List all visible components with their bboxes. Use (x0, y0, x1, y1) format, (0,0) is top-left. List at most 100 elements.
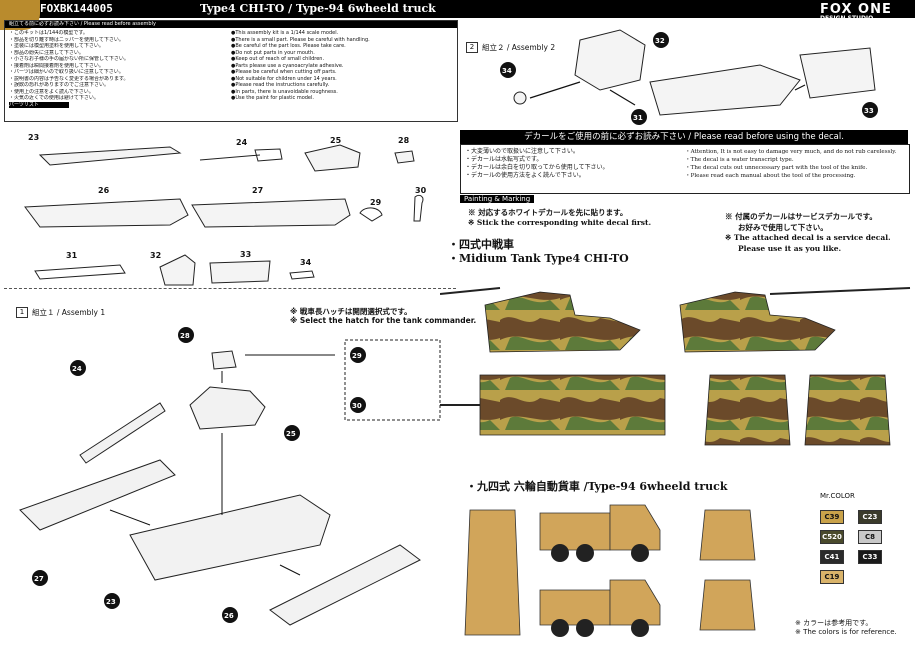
swatch-c33: C33 (858, 550, 882, 564)
page-title: Type4 CHI-TO / Type-94 6wheeld truck (200, 2, 436, 15)
note-line: ●Do not put parts in your mouth. (231, 49, 315, 56)
callout-25: 25 (286, 430, 296, 438)
parts-diagram: 23 24 25 28 26 27 29 30 31 32 33 34 (24, 133, 427, 286)
part-num-25: 25 (330, 136, 342, 145)
note-line: ●Keep out of reach of small children. (231, 56, 325, 62)
callout-32: 32 (655, 37, 665, 45)
decal-notes: ・大変薄いので取扱いに注意して下さい。 ・デカールは水転写式です。 ・デカールは… (460, 144, 910, 194)
tank-painting-views (440, 287, 911, 446)
part-34-wheel (513, 91, 527, 105)
assembly2-diagram: 32 34 31 33 (500, 29, 878, 125)
note-line: ・使用上の注意をよく読んで下さい。 (9, 88, 94, 95)
part-27-shape (191, 198, 351, 228)
hatch-shape (211, 350, 237, 370)
decal-jp-line: ・デカールは余白を切り取ってから使用して下さい。 (465, 164, 609, 171)
part-25-shape (304, 144, 361, 172)
color-ref-en: ※ The colors is for reference. (795, 628, 897, 636)
note-line: ・接着剤は瞬間接着剤を使用して下さい。 (9, 62, 104, 69)
service-decal-en: ※ The attached decal is a service decal. (725, 233, 891, 242)
swatch-c19: C19 (820, 570, 844, 584)
decal-jp-line: ・デカールは水転写式です。 (465, 156, 543, 163)
assembly-notes: 組立てる前に必ずお読み下さい / Please read before asse… (4, 20, 458, 122)
note-line: ・パーツは細かいので取り扱いに注意して下さい。 (9, 69, 124, 75)
assembly1-note-en: ※ Select the hatch for the tank commande… (290, 316, 477, 325)
part-num-27: 27 (252, 186, 263, 195)
assembly1-diagram: 28 24 25 29 30 27 23 26 (19, 327, 441, 626)
track-right-shape (269, 544, 421, 626)
tank-right-side (679, 291, 836, 353)
divider (4, 288, 456, 289)
callout-26: 26 (224, 612, 234, 620)
decal-en-line: ・The decal is a water transcript type. (685, 157, 794, 163)
assembly1-callouts: 28 24 25 29 30 27 23 26 (32, 327, 366, 623)
gun-shape (79, 402, 166, 464)
tank-left-side (484, 291, 641, 353)
swatch-c41: C41 (820, 550, 844, 564)
note-line: ・説明書の内容は予告なく変更する場合があります。 (9, 75, 129, 82)
part-num-32: 32 (150, 251, 161, 260)
tank-top-view (479, 374, 666, 436)
tank-front-view (704, 374, 791, 446)
swatch-c39: C39 (820, 510, 844, 524)
assembly2-box: 2 (466, 42, 478, 53)
truck-title: ・九四式 六輪自動貨車 /Type-94 6wheeld truck (466, 480, 728, 493)
service-decal-en2: Please use it as you like. (738, 244, 842, 253)
brand-name: FOX ONE (820, 2, 892, 17)
assembly1-note-jp: ※ 戦車長ハッチは開閉選択式です。 (290, 307, 412, 316)
decal-en-line: ・Attention, It is not easy to damage ver… (685, 149, 897, 155)
brand-sub: DESIGN STUDIO (820, 15, 874, 22)
hull-shape (129, 494, 331, 581)
callout-29: 29 (352, 352, 362, 360)
swatch-c23: C23 (858, 510, 882, 524)
callout-31: 31 (633, 114, 643, 122)
color-ref-jp: ※ カラーは参考用です。 (795, 619, 873, 627)
callout-23: 23 (106, 598, 116, 606)
color-chart-title: Mr.COLOR (820, 492, 855, 500)
callout-28: 28 (180, 332, 190, 340)
assembly1-box: 1 (16, 307, 28, 318)
note-line: ・このキットは1/144の模型です。 (9, 30, 88, 36)
part-num-26: 26 (98, 186, 110, 195)
service-decal-jp2: お好みで使用して下さい。 (738, 223, 828, 232)
part-num-34: 34 (300, 258, 312, 267)
note-line: ・火気の近くでの使用は避けて下さい。 (9, 95, 99, 101)
callout-34: 34 (502, 67, 512, 75)
note-line: ●This assembly kit is a 1/144 scale mode… (231, 30, 339, 36)
decal-jp-line: ・デカールの使用方法をよく読んで下さい。 (465, 172, 585, 179)
note-line: ●Please read the instructions carefully. (231, 82, 330, 88)
truck-side2-bed (539, 589, 611, 626)
note-line: ・誤飲の恐れがありますのでご注意下さい。 (9, 82, 110, 88)
truck-side-bed (539, 512, 611, 551)
note-line: ●There is a small part. Please be carefu… (231, 36, 370, 43)
part-31-shape (34, 264, 126, 280)
notes-bar: 組立てる前に必ずお読み下さい / Please read before asse… (5, 21, 457, 28)
assembly2-title: 組立２ / Assembly 2 (482, 43, 556, 52)
callout-27: 27 (34, 575, 44, 583)
header-bar: FOXBK144005 Type4 CHI-TO / Type-94 6whee… (0, 0, 915, 22)
note-line: ●Be careful of the part loss. Please tak… (231, 43, 346, 49)
callout-30: 30 (352, 402, 362, 410)
part-34-shape (289, 270, 315, 280)
part-26-shape (24, 198, 189, 228)
note-line: ●Use the paint for plastic model. (231, 95, 314, 101)
note-line: ●Please be careful when cutting off part… (231, 69, 337, 75)
white-decal-jp: ※ 対応するホワイトデカールを先に貼ります。 (468, 208, 628, 217)
note-line: ・塗装には模型用塗料を使用して下さい。 (9, 43, 104, 49)
truck-rear-view (699, 579, 756, 631)
chassis-shape (649, 64, 801, 116)
truck-front-view (699, 509, 756, 561)
part-num-30: 30 (415, 186, 427, 195)
note-line: ・部品の紛失に注意して下さい。 (9, 49, 84, 56)
part-num-28: 28 (398, 136, 410, 145)
part-28-shape (394, 150, 415, 164)
notes-jp: ・このキットは1/144の模型です。 ・部品を切り離す時はニッパーを使用して下さ… (9, 30, 229, 108)
part-num-23: 23 (28, 133, 39, 142)
note-line: ●Parts please use a cyanoacrylate adhesi… (231, 62, 344, 69)
swatch-c520: C520 (820, 530, 844, 544)
note-line: ●Not suitable for children under 14 year… (231, 75, 337, 82)
callout-24: 24 (72, 365, 82, 373)
part-29-shape (359, 207, 383, 222)
tank-title-jp: ・四式中戦車 (448, 238, 514, 251)
note-line: ・小さなお子様の手の届かない所に保管して下さい。 (9, 56, 129, 62)
part-32-shape (159, 254, 196, 286)
